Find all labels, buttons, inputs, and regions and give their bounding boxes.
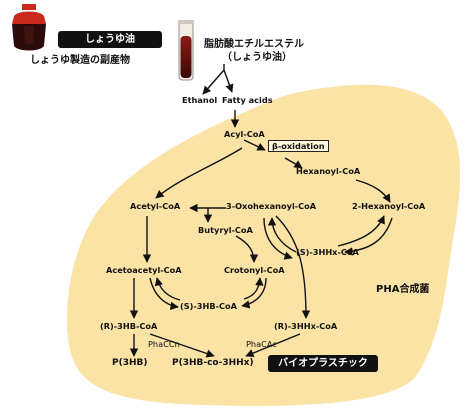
arrow-hexanoyl-hexenoyl [355,179,391,203]
node-s-3hb-coa: (S)-3HB-CoA [180,301,237,311]
node-r-3hb-coa: (R)-3HB-CoA [100,321,158,331]
node-acyl-coa: Acyl-CoA [224,129,265,139]
arrow-r3hhx-copolymer [245,333,301,358]
arrow-acetoacetyl-s3hb [149,277,179,310]
enzyme-phac-ac: PhaCAc [246,339,277,349]
arrow-crotonyl-s3hb [241,277,267,309]
pha-bacteria-label: PHA合成菌 [376,284,430,295]
node-s-3hhx-coa: (S)-3HHx-CoA [296,247,359,257]
node-2-hexenoyl-coa: 2-Hexanoyl-CoA [352,201,426,211]
enzyme-phac-cn: PhaCCn [148,339,180,349]
arrow-s3hb-crotonyl [243,277,264,300]
node-3-oxohexanoyl-coa: 3-Oxohexanoyl-CoA [226,201,317,211]
product-p3hb-co-3hhx: P(3HB-co-3HHx) [172,358,254,368]
pha-cell-blob [67,84,461,406]
arrow-oxo-r3hhx [275,215,311,319]
arrow-hexenoyl-s3hhx [344,217,393,256]
ester-title: 脂肪酸エチルエステル [204,39,304,50]
arrow-ester-ethanol [202,69,225,95]
node-fatty-acids: Fatty acids [222,95,273,105]
arrow-s3hhx-hexenoyl [337,215,385,247]
product-p3hb: P(3HB) [112,358,148,368]
arrow-oxo-s3hhx [263,217,293,260]
arrow-acyl-betaox [243,139,266,151]
ester-subtitle: （しょうゆ油） [222,52,292,63]
arrow-butyryl-crotonyl [235,235,259,263]
arrow-ester-fattyacids [223,69,234,93]
node-hexanoyl-coa: Hexanoyl-CoA [296,166,361,176]
node-ethanol: Ethanol [182,95,218,105]
soy-sauce-oil-label: しょうゆ油 [58,31,162,48]
node-crotonyl-coa: Crotonyl-CoA [224,265,285,275]
arrow-s3hb-acetoacetyl [154,277,181,301]
arrow-r3hb-copolymer [149,333,215,358]
node-butyryl-coa: Butyryl-CoA [198,225,253,235]
arrow-acyl-acetyl [155,147,243,199]
arrow-s3hhx-oxo [267,217,297,253]
soy-sauce-bottle-icon [12,4,46,51]
arrow-betaox-hexanoyl [284,157,303,169]
node-acetoacetyl-coa: Acetoacetyl-CoA [106,265,182,275]
node-acetyl-coa: Acetyl-CoA [130,201,181,211]
node-beta-oxidation: β-oxidation [268,140,329,153]
byproduct-caption: しょうゆ製造の副産物 [30,55,130,66]
test-tube-icon [178,20,194,81]
node-r-3hhx-coa: (R)-3HHx-CoA [274,321,338,331]
bioplastic-label: バイオプラスチック [268,355,378,372]
